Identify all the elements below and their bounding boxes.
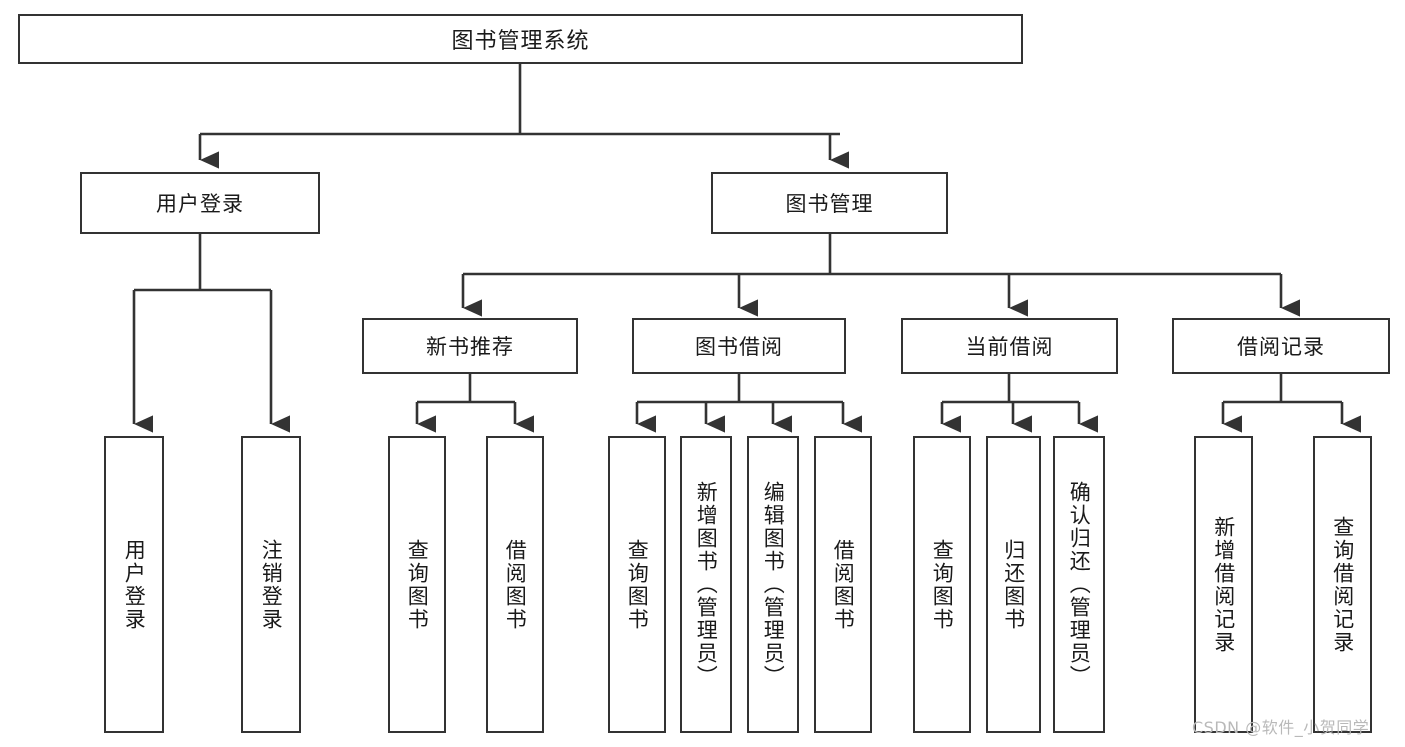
node-leaf-user-login[interactable]: 用户登录: [104, 436, 164, 733]
node-user-login[interactable]: 用户登录: [80, 172, 320, 234]
node-leaf-query-book-3-label: 查询图书: [930, 538, 955, 631]
node-root[interactable]: 图书管理系统: [18, 14, 1023, 64]
node-borrow-record-label: 借阅记录: [1237, 335, 1325, 359]
node-book-manage-label: 图书管理: [785, 192, 874, 216]
node-leaf-confirm-return[interactable]: 确认归还（管理员）: [1053, 436, 1105, 733]
node-leaf-query-book-3[interactable]: 查询图书: [913, 436, 971, 733]
node-leaf-borrow-book-2[interactable]: 借阅图书: [814, 436, 872, 733]
node-current-borrow[interactable]: 当前借阅: [901, 318, 1118, 374]
node-new-book-recommend-label: 新书推荐: [426, 335, 514, 359]
node-leaf-borrow-book-1[interactable]: 借阅图书: [486, 436, 544, 733]
node-leaf-borrow-book-2-label: 借阅图书: [831, 538, 856, 631]
node-leaf-user-login-label: 用户登录: [122, 538, 147, 631]
node-leaf-query-record-label: 查询借阅记录: [1330, 515, 1355, 654]
node-leaf-add-record[interactable]: 新增借阅记录: [1194, 436, 1253, 733]
node-new-book-recommend[interactable]: 新书推荐: [362, 318, 578, 374]
node-leaf-query-book-2-label: 查询图书: [625, 538, 650, 631]
node-leaf-return-book[interactable]: 归还图书: [986, 436, 1041, 733]
node-leaf-add-record-label: 新增借阅记录: [1211, 515, 1236, 654]
node-leaf-logout[interactable]: 注销登录: [241, 436, 301, 733]
node-book-borrow[interactable]: 图书借阅: [632, 318, 846, 374]
node-root-label: 图书管理系统: [451, 29, 590, 54]
node-user-login-label: 用户登录: [156, 192, 244, 216]
node-borrow-record[interactable]: 借阅记录: [1172, 318, 1390, 374]
node-leaf-edit-book-label: 编辑图书（管理员）: [761, 481, 786, 688]
node-leaf-query-book-1-label: 查询图书: [405, 538, 430, 631]
node-leaf-edit-book[interactable]: 编辑图书（管理员）: [747, 436, 799, 733]
node-leaf-add-book-label: 新增图书（管理员）: [694, 481, 719, 688]
node-leaf-borrow-book-1-label: 借阅图书: [503, 538, 528, 631]
node-book-borrow-label: 图书借阅: [695, 335, 783, 359]
node-leaf-return-book-label: 归还图书: [1001, 538, 1026, 631]
node-current-borrow-label: 当前借阅: [965, 335, 1054, 359]
node-leaf-query-record[interactable]: 查询借阅记录: [1313, 436, 1372, 733]
node-leaf-confirm-return-label: 确认归还（管理员）: [1067, 481, 1092, 688]
node-leaf-query-book-2[interactable]: 查询图书: [608, 436, 666, 733]
node-leaf-logout-label: 注销登录: [259, 538, 284, 631]
csdn-watermark: CSDN @软件_小贺同学: [1192, 718, 1370, 737]
node-book-manage[interactable]: 图书管理: [711, 172, 948, 234]
node-leaf-query-book-1[interactable]: 查询图书: [388, 436, 446, 733]
node-leaf-add-book[interactable]: 新增图书（管理员）: [680, 436, 732, 733]
